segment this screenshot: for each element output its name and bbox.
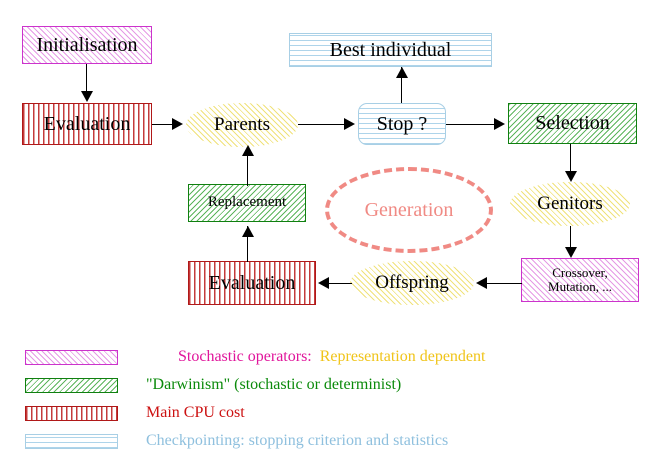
edge-evaluation-to-replacement — [247, 226, 249, 262]
node-offspring[interactable]: Offspring — [350, 261, 474, 305]
arrowhead-selection-to-genitors — [565, 171, 577, 182]
node-crossover-mutation[interactable]: Crossover, Mutation, ... — [521, 258, 639, 302]
arrowhead-genitors-to-crossover — [565, 247, 577, 258]
crossover-line-1: Crossover, — [552, 265, 608, 281]
legend-swatch-stochastic-operators — [25, 349, 118, 365]
edge-replacement-to-parents — [247, 148, 249, 186]
crossover-line-2: Mutation, ... — [548, 279, 612, 294]
arrowhead-stop-to-best-individual — [396, 67, 408, 78]
node-parents[interactable]: Parents — [186, 103, 298, 147]
edge-crossover-to-offspring — [486, 283, 522, 285]
legend-row: "Darwinism" (stochastic or determinist) — [25, 371, 485, 399]
legend-label-checkpointing: Checkpointing: stopping criterion and st… — [146, 432, 449, 449]
node-selection[interactable]: Selection — [508, 103, 637, 144]
edge-initialisation-to-evaluation — [86, 64, 88, 93]
edge-evaluation-to-parents — [152, 124, 175, 126]
legend-label-representation-dependent: Representation dependent — [319, 348, 486, 365]
node-stop-decision[interactable]: Stop ? — [358, 103, 446, 145]
edge-offspring-to-evaluation — [328, 283, 352, 285]
legend-label-main-cpu-cost: Main CPU cost — [146, 404, 245, 421]
legend-label-stochastic-operators: Stochastic operators: — [178, 348, 312, 365]
node-genitors[interactable]: Genitors — [510, 182, 630, 226]
node-initialisation[interactable]: Initialisation — [22, 26, 152, 64]
legend: Stochastic operators: Representation dep… — [25, 343, 485, 455]
node-generation-cycle-label: Generation — [325, 167, 493, 253]
legend-swatch-main-cpu-cost — [25, 405, 118, 421]
legend-row: Stochastic operators: Representation dep… — [25, 343, 485, 371]
legend-row: Main CPU cost — [25, 399, 485, 427]
legend-swatch-darwinism — [25, 377, 118, 393]
legend-swatch-checkpointing — [25, 433, 118, 449]
arrowhead-evaluation-to-parents — [172, 118, 183, 130]
arrowhead-evaluation-to-replacement — [242, 226, 254, 237]
legend-label-darwinism: "Darwinism" (stochastic or determinist) — [146, 376, 402, 393]
edge-stop-to-selection — [446, 124, 494, 126]
edge-parents-to-stop — [298, 124, 345, 126]
legend-row: Checkpointing: stopping criterion and st… — [25, 427, 485, 455]
node-best-individual[interactable]: Best individual — [289, 33, 492, 67]
arrowhead-initialisation-to-evaluation — [81, 91, 93, 102]
node-evaluation-top[interactable]: Evaluation — [22, 103, 152, 145]
arrowhead-parents-to-stop — [344, 118, 355, 130]
arrowhead-offspring-to-evaluation — [318, 277, 329, 289]
arrowhead-crossover-to-offspring — [476, 277, 487, 289]
edge-genitors-to-crossover — [570, 226, 572, 248]
node-replacement[interactable]: Replacement — [188, 184, 306, 222]
arrowhead-replacement-to-parents — [242, 145, 254, 156]
edge-selection-to-genitors — [570, 144, 572, 173]
arrowhead-stop-to-selection — [494, 118, 505, 130]
node-evaluation-bottom[interactable]: Evaluation — [188, 261, 316, 305]
edge-stop-to-best-individual — [401, 67, 403, 103]
